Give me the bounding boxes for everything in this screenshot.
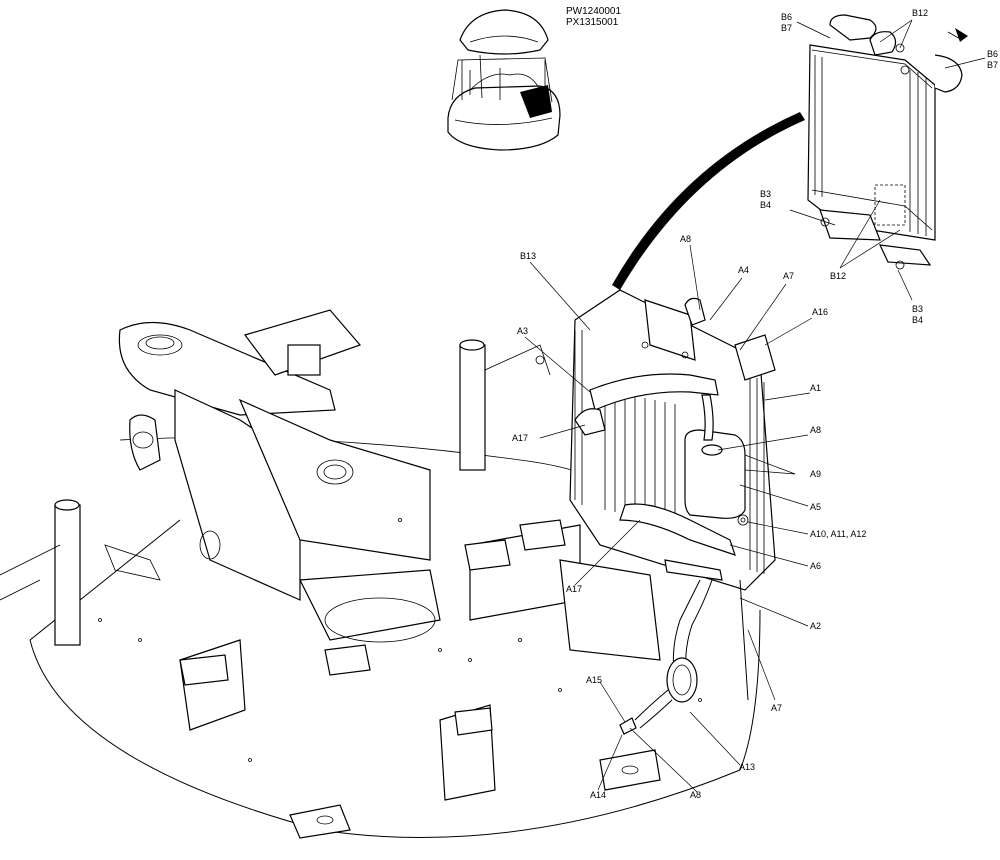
- callout-b4-bottom: B4: [912, 315, 923, 325]
- callout-a17-left: A17: [512, 433, 528, 443]
- callout-a9: A9: [810, 469, 821, 479]
- callout-a5: A5: [810, 502, 821, 512]
- upper-frame: [0, 309, 761, 839]
- callout-b3-left: B3: [760, 189, 771, 199]
- callout-a6: A6: [810, 561, 821, 571]
- radiator-inset: [807, 14, 968, 270]
- detail-arrow: [612, 112, 805, 290]
- callout-a16: A16: [812, 307, 828, 317]
- callout-labels: B6 B7 B12 B6 B7 B3 B4 B12 B3 B4 A8 A4 A7…: [512, 8, 998, 800]
- callout-a14: A14: [590, 790, 606, 800]
- radiator-core-fins: [604, 390, 676, 524]
- callout-a7-bottom: A7: [771, 703, 782, 713]
- callout-b12-bottom: B12: [830, 271, 846, 281]
- callout-a8-bottom: A8: [690, 790, 701, 800]
- callout-a17-bottom: A17: [566, 584, 582, 594]
- callout-b7-right: B7: [987, 60, 998, 70]
- leader-lines: [524, 19, 986, 793]
- callout-b3-bottom: B3: [912, 304, 923, 314]
- callout-a13: A13: [739, 762, 755, 772]
- callout-a15: A15: [586, 675, 602, 685]
- callout-b13: B13: [520, 251, 536, 261]
- callout-a8-mid: A8: [810, 425, 821, 435]
- callout-a10-a11-a12: A10, A11, A12: [810, 529, 866, 539]
- callout-a2: A2: [810, 621, 821, 631]
- machine-thumbnail: [447, 9, 561, 151]
- reference-code-2: PX1315001: [566, 17, 619, 28]
- callout-b12-top: B12: [912, 8, 928, 18]
- callout-b4-left: B4: [760, 200, 771, 210]
- reference-code-1: PW1240001: [566, 6, 621, 17]
- callout-a1: A1: [810, 383, 821, 393]
- callout-a7-top: A7: [783, 271, 794, 281]
- callout-a4: A4: [738, 265, 749, 275]
- callout-a3: A3: [517, 326, 528, 336]
- callout-b6-right: B6: [987, 49, 998, 59]
- callout-a8-top: A8: [680, 234, 691, 244]
- callout-b6-top: B6: [781, 12, 792, 22]
- callout-b7-top: B7: [781, 23, 792, 33]
- radiator-assembly: [569, 289, 776, 735]
